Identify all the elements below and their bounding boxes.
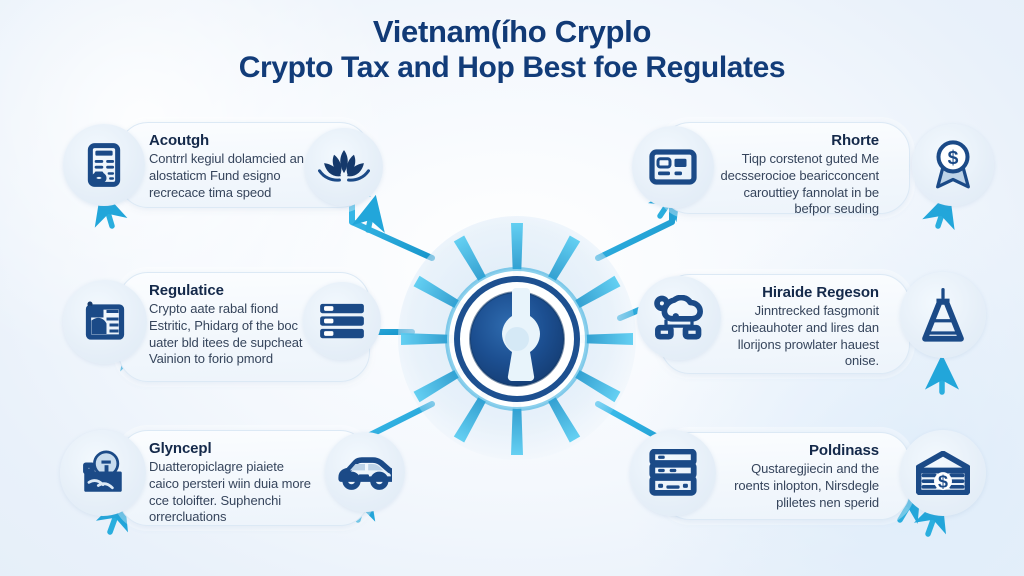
card-middle-left-body: Crypto aate rabal fiond Estritic, Phidar… [149,301,303,367]
card-top-left-body: Contrrl kegiul dolamcied an alostaticm F… [149,151,304,200]
server-rack-icon [649,449,697,496]
tower-icon [922,288,964,342]
badge-bank-dollar[interactable]: $ [900,430,986,516]
hub-graphic [401,223,633,455]
list-rows-icon [320,303,364,339]
badge-server-rack[interactable] [630,430,716,516]
arrow-hook-inner-top-left [351,194,385,233]
card-top-left-heading: Acoutgh [149,132,210,149]
card-bottom-left[interactable]: Glyncepl Duatteropiclagre piaiete caico … [118,430,370,526]
card-top-right-body: Tiqp corstenot guted Me decsserocioe bea… [720,151,879,217]
satellite-dish-icon [83,450,122,492]
central-hub [392,214,642,464]
card-bottom-left-heading: Glyncepl [149,440,212,457]
svg-text:$: $ [948,147,959,169]
network-nodes-icon [654,295,703,340]
title-line-1: Vietnam(ího Cryplo [372,14,652,49]
badge-tower[interactable] [900,272,986,358]
badge-satellite-dish[interactable] [60,430,146,516]
card-top-right-heading: Rhorte [831,132,879,149]
badge-list-rows[interactable] [303,282,381,360]
arrow-hook-top-right [922,191,955,231]
badge-award-ribbon[interactable]: $ [912,124,994,206]
badge-car[interactable] [325,432,405,512]
award-ribbon-dollar-icon: $ [936,140,970,189]
document-form-icon [87,143,121,187]
badge-document-form[interactable] [63,124,145,206]
svg-text:$: $ [938,472,948,492]
hub-ring-mid [454,276,580,402]
arrow-hook-top-left [94,189,128,229]
title-line-2: Crypto Tax and Hop Best foe Regulates [238,51,786,85]
card-middle-left-heading: Regulatice [149,282,224,299]
card-middle-right-body: Jinntrecked fasgmonit crhieauhoter and l… [731,303,879,369]
poster-title: Vietnam(ího Cryplo Crypto Tax and Hop Be… [0,14,1024,86]
card-middle-right-heading: Hiraide Regeson [762,284,879,301]
badge-network-nodes[interactable] [637,276,721,360]
badge-lotus-flower[interactable] [305,128,383,206]
card-bottom-left-body: Duatteropiclagre piaiete caico persteri … [149,459,311,525]
bank-document-icon [85,301,125,340]
car-icon [338,457,392,490]
bank-dollar-icon: $ [916,451,970,495]
hub-spokes [401,223,633,455]
lotus-flower-icon [318,150,370,182]
badge-bank-document[interactable] [63,280,147,364]
card-bottom-right-body: Qustaregjiecin and the roents inlopton, … [734,461,879,510]
badge-id-card[interactable] [632,126,714,208]
id-card-icon [649,149,697,185]
card-bottom-right-heading: Poldinass [809,442,879,459]
